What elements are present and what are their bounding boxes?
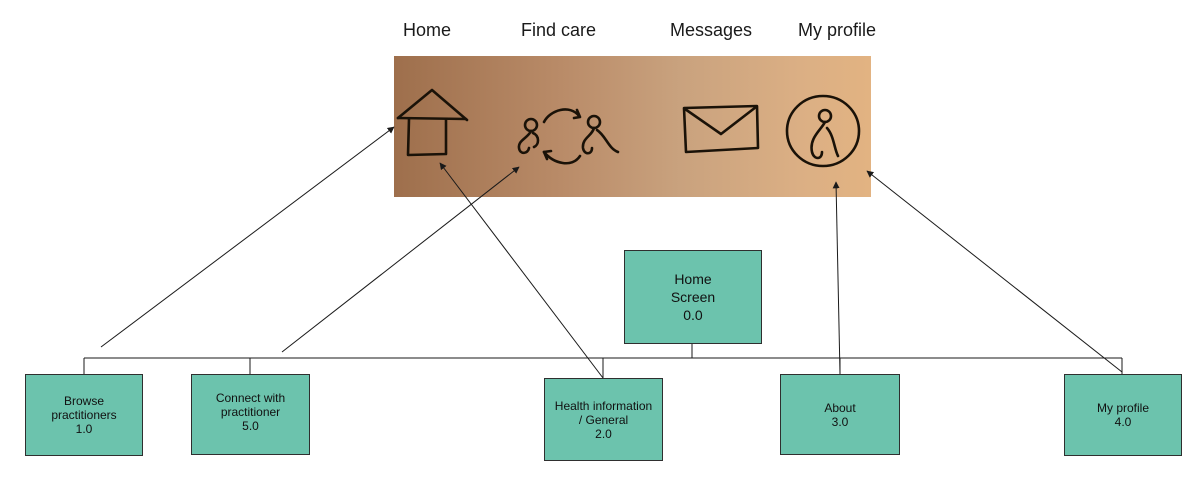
nav-label-find-care[interactable]: Find care <box>521 20 597 40</box>
arrow-about-to-profile <box>832 181 841 375</box>
house-icon[interactable] <box>396 88 469 157</box>
node-connect-with-practitioner[interactable]: Connect with practitioner 5.0 <box>191 374 310 455</box>
nav-label-home[interactable]: Home <box>403 20 452 40</box>
nav-label-my-profile[interactable]: My profile <box>798 20 877 40</box>
node-title-line2: Screen <box>670 289 716 305</box>
node-home-screen[interactable]: Home Screen 0.0 <box>624 250 762 344</box>
node-id: 3.0 <box>831 414 849 429</box>
node-id: 5.0 <box>242 419 259 433</box>
node-about[interactable]: About 3.0 <box>780 374 900 455</box>
connect-people-icon[interactable] <box>517 108 620 165</box>
node-title-line1: My profile <box>1096 401 1149 415</box>
arrow-browse-to-home <box>100 126 395 348</box>
envelope-icon[interactable] <box>682 104 760 154</box>
node-my-profile[interactable]: My profile 4.0 <box>1064 374 1182 456</box>
node-health-information[interactable]: Health information / General 2.0 <box>544 378 663 461</box>
node-browse-practitioners[interactable]: Browse practitioners 1.0 <box>25 374 143 456</box>
node-id: 1.0 <box>75 422 93 436</box>
node-title-line1: Connect with <box>215 391 286 405</box>
node-title-line1: Health information <box>554 398 653 413</box>
node-title-line2: practitioner <box>220 405 281 419</box>
arrow-myprofile-to-profile <box>866 170 1123 373</box>
sketch-icons <box>396 88 861 168</box>
profile-circle-icon[interactable] <box>785 94 861 168</box>
node-title-line2: / General <box>578 412 629 427</box>
node-id: 4.0 <box>1114 415 1132 429</box>
node-title-line1: Browse <box>63 394 104 408</box>
node-id: 0.0 <box>683 307 703 323</box>
node-id: 2.0 <box>595 426 612 441</box>
node-title-line1: About <box>824 400 856 415</box>
node-title-line1: Home <box>674 271 712 287</box>
node-title-line2: practitioners <box>51 408 117 422</box>
nav-label-messages[interactable]: Messages <box>670 20 753 40</box>
sketch-photo <box>394 56 871 197</box>
